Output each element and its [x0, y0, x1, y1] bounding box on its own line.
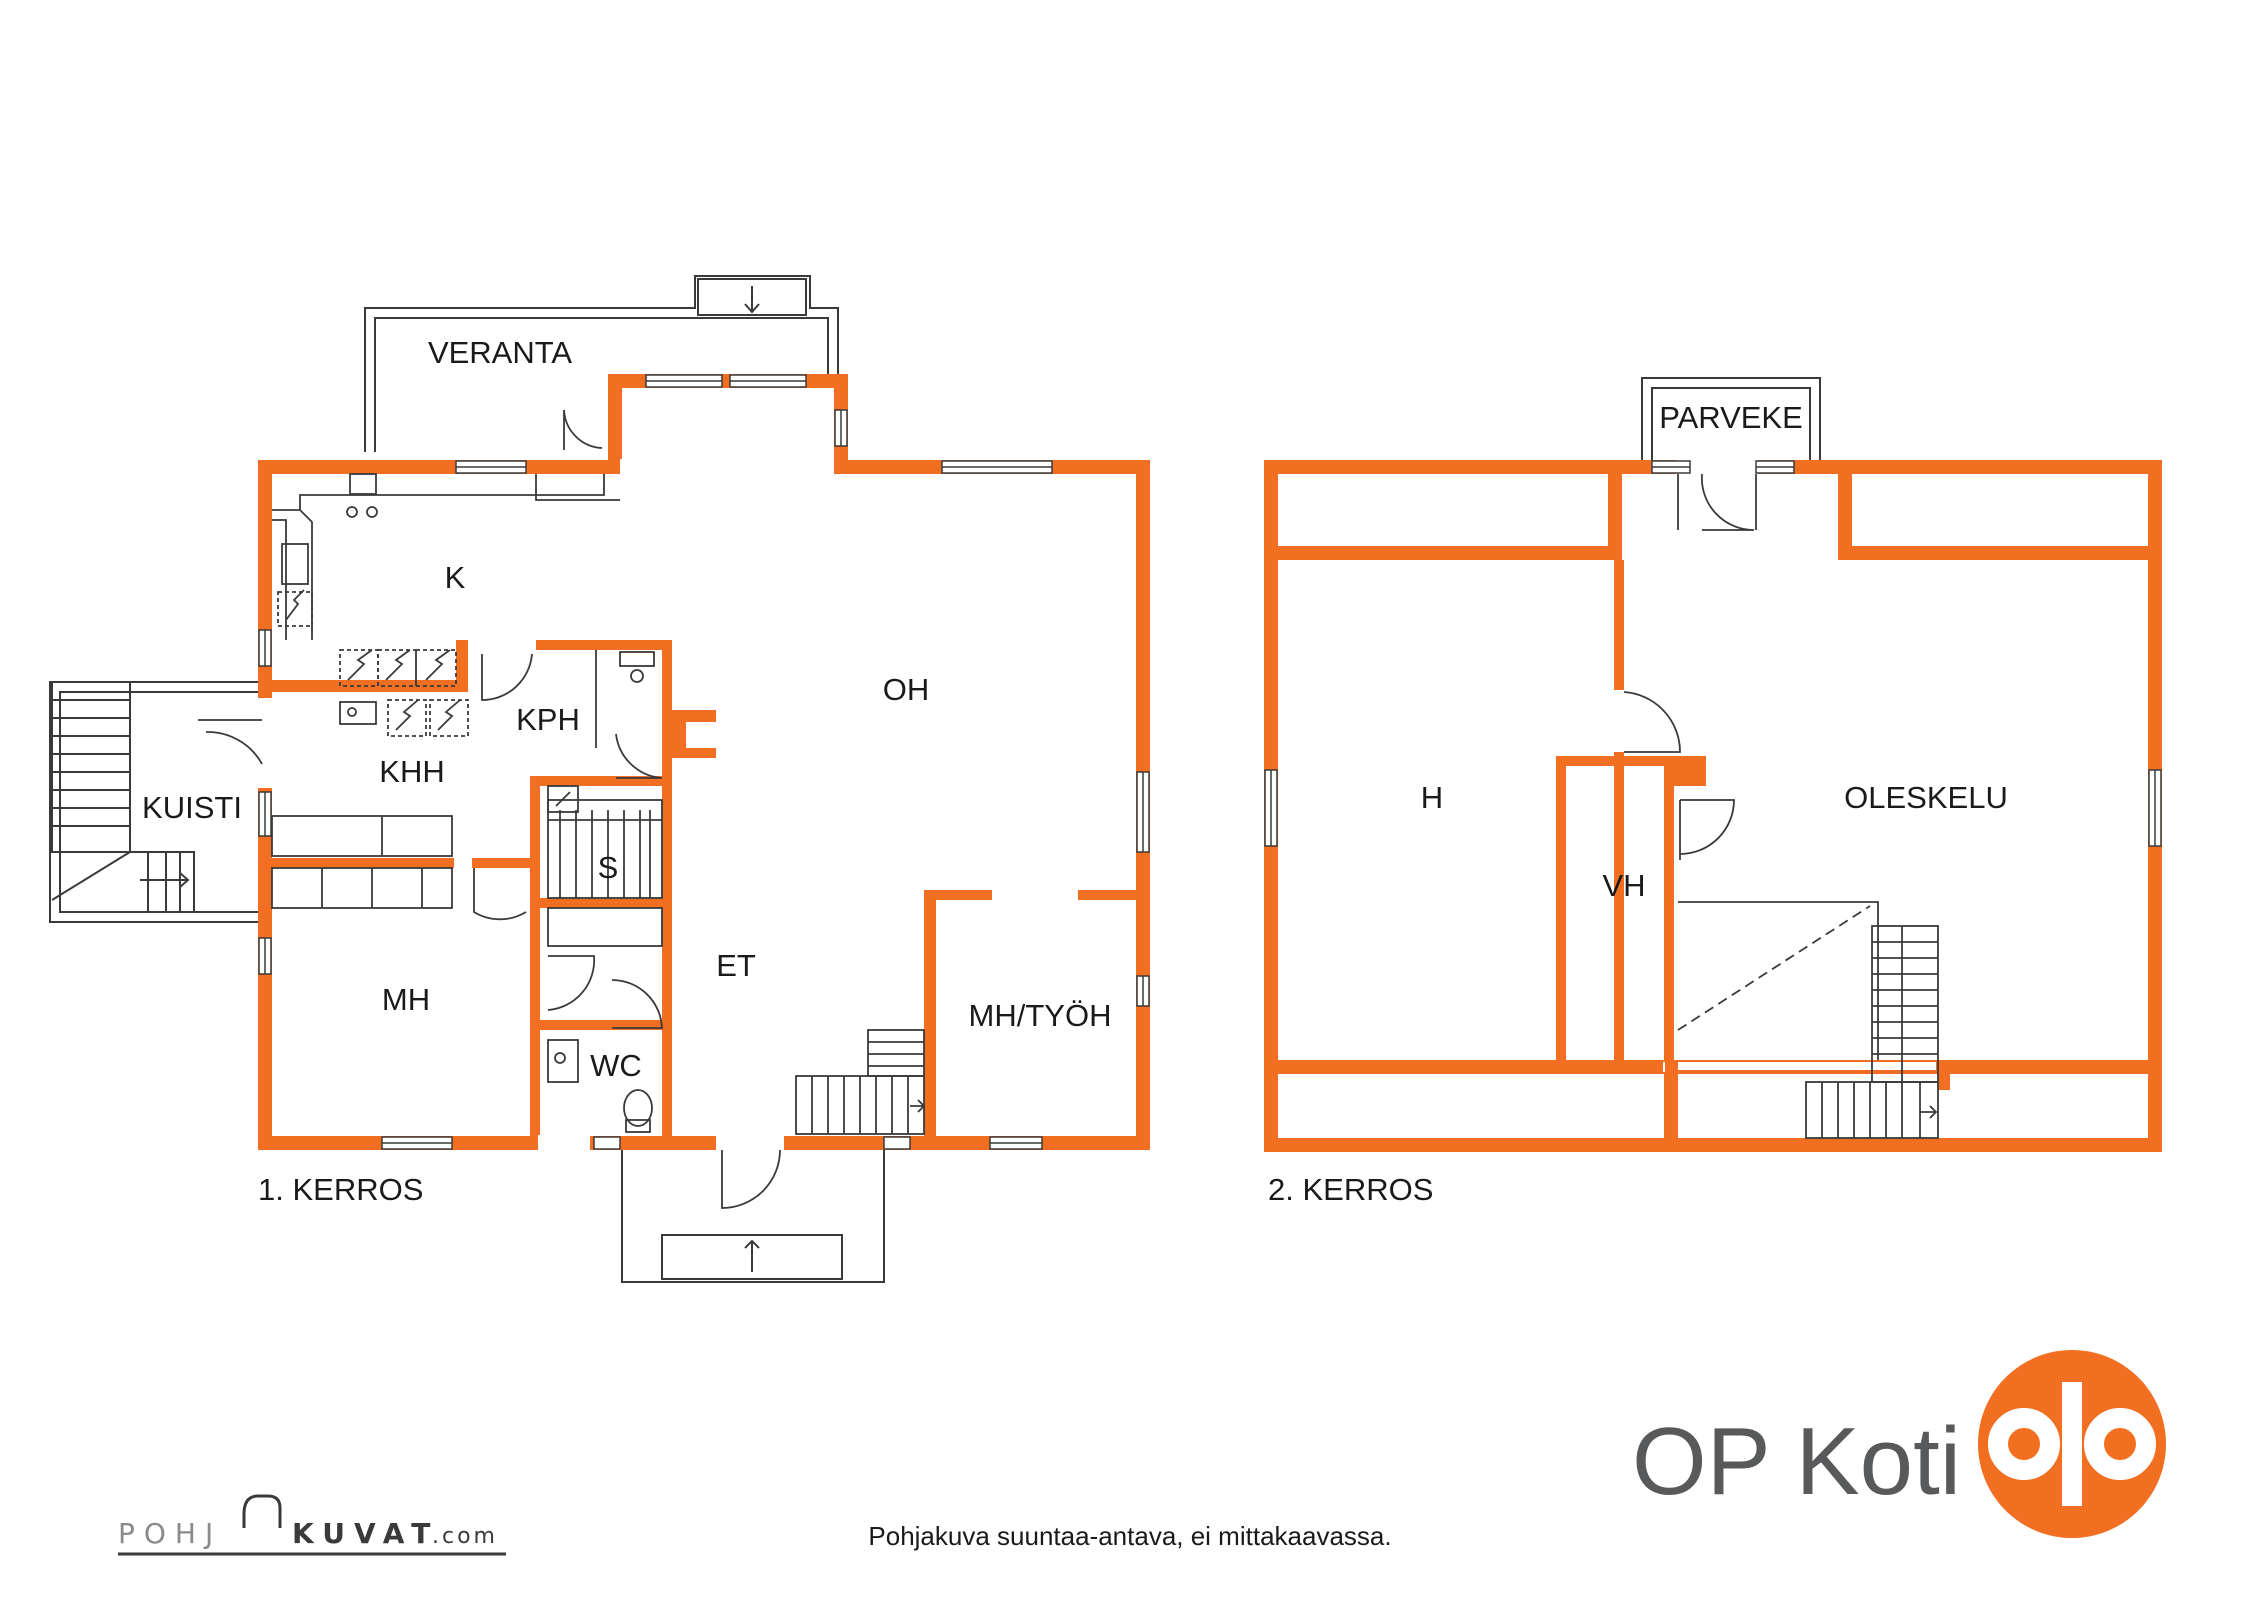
floor-2-fixtures [1623, 473, 1939, 1139]
credit-pohj: POHJ [118, 1517, 222, 1550]
room-label-parveke: PARVEKE [1659, 400, 1803, 435]
floor-1-plan: VERANTA K OH KPH KHH KUISTI S MH ET WC M… [49, 275, 1150, 1283]
room-label-k: K [445, 560, 466, 595]
room-label-et: ET [716, 948, 756, 983]
entrance-porch [621, 1148, 885, 1283]
fireplace-icon [686, 722, 716, 748]
room-label-khh: KHH [379, 754, 444, 789]
floor-2-windows [1264, 460, 2162, 847]
room-label-oleskelu: OLESKELU [1844, 780, 2008, 815]
room-label-h: H [1421, 780, 1443, 815]
credit-com: .com [432, 1524, 498, 1549]
veranda-outline [364, 275, 839, 452]
credit-kuvat: KUVAT [292, 1517, 439, 1550]
floor-2-room-labels: PARVEKE H OLESKELU VH [1421, 400, 2008, 903]
room-label-mh-tyoh: MH/TYÖH [969, 998, 1112, 1033]
disclaimer-note: Pohjakuva suuntaa-antava, ei mittakaavas… [868, 1521, 1391, 1551]
floor-1-fixtures [198, 409, 926, 1209]
room-label-oh: OH [883, 672, 930, 707]
floor-1-label: 1. KERROS [258, 1172, 423, 1207]
room-label-mh: MH [382, 982, 430, 1017]
credit-arch-icon [242, 1494, 282, 1528]
kuisti-stairs [49, 681, 262, 923]
room-label-wc: WC [590, 1048, 642, 1083]
room-label-vh: VH [1602, 868, 1645, 903]
parveke-outline [1641, 377, 1821, 462]
room-label-veranta: VERANTA [428, 335, 572, 370]
floor-2-walls [1264, 460, 2162, 1152]
op-logo-icon [1978, 1350, 2166, 1538]
floor-2-plan: PARVEKE H OLESKELU VH 2. KERROS [1264, 377, 2162, 1207]
room-label-kph: KPH [516, 702, 580, 737]
brand-name: OP Koti [1632, 1408, 1961, 1515]
room-label-kuisti: KUISTI [142, 790, 242, 825]
floor-1-windows [258, 374, 1150, 1150]
room-label-s: S [598, 850, 619, 885]
floor-1-room-labels: VERANTA K OH KPH KHH KUISTI S MH ET WC M… [142, 335, 1111, 1083]
pohjakuvat-credit: POHJ KUVAT .com [118, 1494, 506, 1556]
floor-2-label: 2. KERROS [1268, 1172, 1433, 1207]
